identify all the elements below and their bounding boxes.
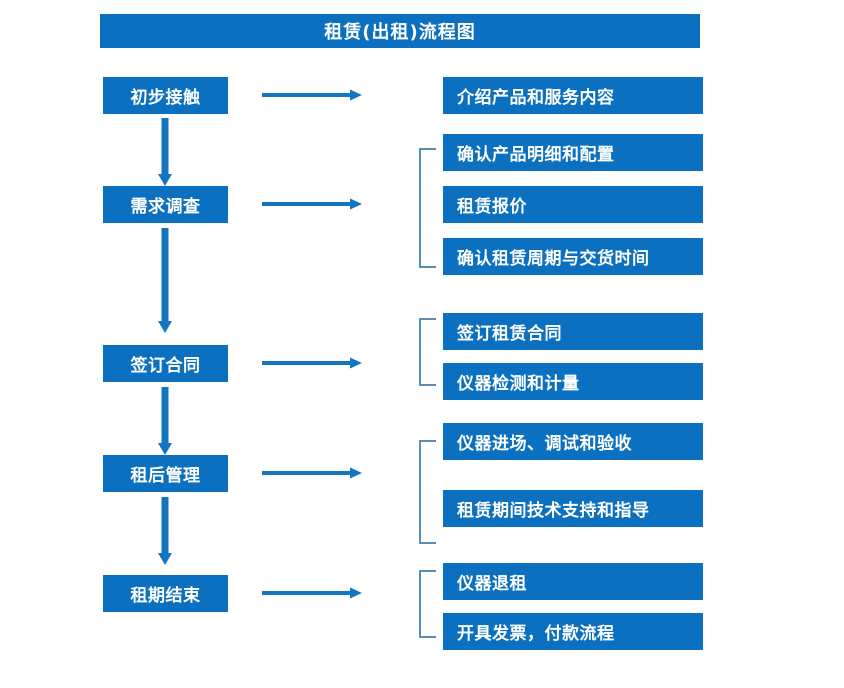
stage-box-1[interactable]: 初步接触 — [103, 77, 228, 114]
detail-box-3-2[interactable]: 仪器检测和计量 — [443, 363, 703, 400]
flow-arrow-right-2 — [262, 198, 362, 210]
group-bracket-3 — [419, 318, 436, 386]
flow-arrow-down-4 — [158, 497, 172, 565]
detail-box-4-2[interactable]: 租赁期间技术支持和指导 — [443, 490, 703, 527]
stage-box-4[interactable]: 租后管理 — [103, 455, 228, 492]
flow-arrow-right-5 — [262, 587, 362, 599]
group-bracket-2 — [419, 148, 436, 268]
flow-arrow-down-1 — [158, 118, 172, 186]
flow-arrow-right-4 — [262, 467, 362, 479]
detail-box-4-1[interactable]: 仪器进场、调试和验收 — [443, 423, 703, 460]
stage-box-3[interactable]: 签订合同 — [103, 345, 228, 382]
detail-box-1-1[interactable]: 介绍产品和服务内容 — [443, 77, 703, 114]
group-bracket-4 — [419, 440, 436, 544]
page-title: 租赁(出租)流程图 — [100, 14, 700, 48]
detail-box-3-1[interactable]: 签订租赁合同 — [443, 313, 703, 350]
flow-arrow-right-3 — [262, 357, 362, 369]
detail-box-2-3[interactable]: 确认租赁周期与交货时间 — [443, 238, 703, 275]
flow-arrow-down-2 — [158, 228, 172, 333]
flow-arrow-down-3 — [158, 387, 172, 455]
stage-box-5[interactable]: 租期结束 — [103, 575, 228, 612]
detail-box-5-1[interactable]: 仪器退租 — [443, 563, 703, 600]
stage-box-2[interactable]: 需求调查 — [103, 186, 228, 223]
flow-arrow-right-1 — [262, 89, 362, 101]
group-bracket-5 — [419, 570, 436, 638]
detail-box-2-1[interactable]: 确认产品明细和配置 — [443, 134, 703, 171]
detail-box-5-2[interactable]: 开具发票，付款流程 — [443, 613, 703, 650]
detail-box-2-2[interactable]: 租赁报价 — [443, 186, 703, 223]
